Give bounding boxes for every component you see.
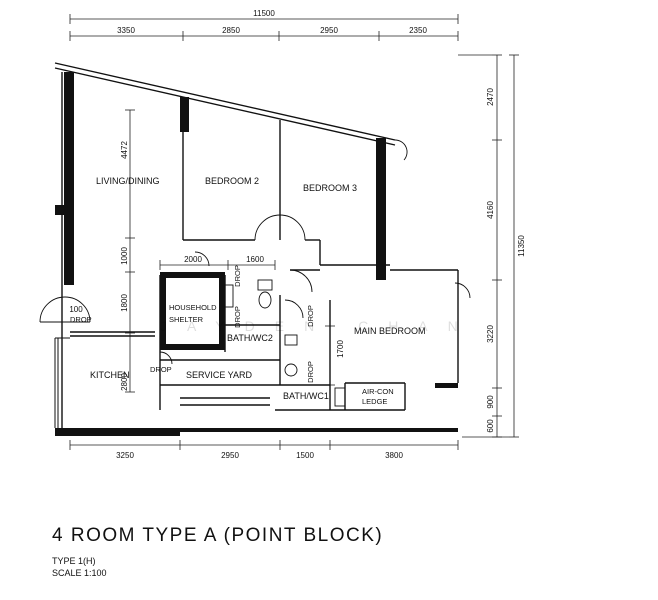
right-dimension-2: 4160: [486, 201, 495, 219]
room-aircon: AIR-CON: [362, 387, 394, 396]
room-shelter: SHELTER: [169, 315, 204, 324]
plan-type: TYPE 1(H): [52, 556, 96, 566]
right-dimension-5: 600: [486, 419, 495, 433]
top-dimension-3: 2950: [320, 26, 338, 35]
interior-dimension-2800: 2800: [120, 373, 129, 391]
structural-walls: [55, 72, 458, 436]
interior-dimension-1600: 1600: [246, 255, 264, 264]
plan-scale: SCALE 1:100: [52, 568, 107, 578]
room-bath-wc1: BATH/WC1: [283, 391, 329, 401]
right-dimension-4: 900: [486, 395, 495, 409]
overall-height-dimension: 11350: [517, 235, 526, 257]
room-bedroom-2: BEDROOM 2: [205, 176, 259, 186]
interior-dimension-100: 100: [69, 305, 83, 314]
interior-dimension-4472: 4472: [120, 141, 129, 159]
bottom-dimension-1: 3250: [116, 451, 134, 460]
room-living-dining: LIVING/DINING: [96, 176, 160, 186]
drop-label-service-yard: DROP: [150, 365, 172, 374]
room-bedroom-3: BEDROOM 3: [303, 183, 357, 193]
room-household: HOUSEHOLD: [169, 303, 217, 312]
room-ledge: LEDGE: [362, 397, 387, 406]
drop-label-bath-wc2: DROP: [233, 306, 242, 328]
room-main-bedroom: MAIN BEDROOM: [354, 326, 426, 336]
drop-label-corridor: DROP: [306, 305, 315, 327]
kitchen-window: [54, 337, 70, 428]
right-dimension-3: 3220: [486, 325, 495, 343]
bottom-dimension-3: 1500: [296, 451, 314, 460]
drop-label-shelter-top: DROP: [233, 265, 242, 287]
door-swings: [39, 139, 471, 365]
drop-label-bath-wc1: DROP: [306, 361, 315, 383]
interior-dimension-1000: 1000: [120, 247, 129, 265]
top-dimension-1: 3350: [117, 26, 135, 35]
bottom-dimension-2: 2950: [221, 451, 239, 460]
room-bath-wc2: BATH/WC2: [227, 333, 273, 343]
plan-title: 4 ROOM TYPE A (POINT BLOCK): [52, 525, 384, 546]
top-dimension-4: 2350: [409, 26, 427, 35]
watermark: JAYDEN CHAN: [160, 318, 478, 334]
room-service-yard: SERVICE YARD: [186, 370, 253, 380]
drop-label-kitchen-window: DROP: [70, 315, 92, 324]
toilet-fixtures: [224, 279, 346, 407]
interior-dimension-1700: 1700: [336, 340, 345, 358]
interior-dimension-2000: 2000: [184, 255, 202, 264]
bottom-dimension-4: 3800: [385, 451, 403, 460]
top-dimension-2: 2850: [222, 26, 240, 35]
interior-dimension-1800: 1800: [120, 294, 129, 312]
right-dimension-1: 2470: [486, 88, 495, 106]
room-kitchen: KITCHEN: [90, 370, 130, 380]
overall-width-dimension: 11500: [253, 9, 275, 18]
